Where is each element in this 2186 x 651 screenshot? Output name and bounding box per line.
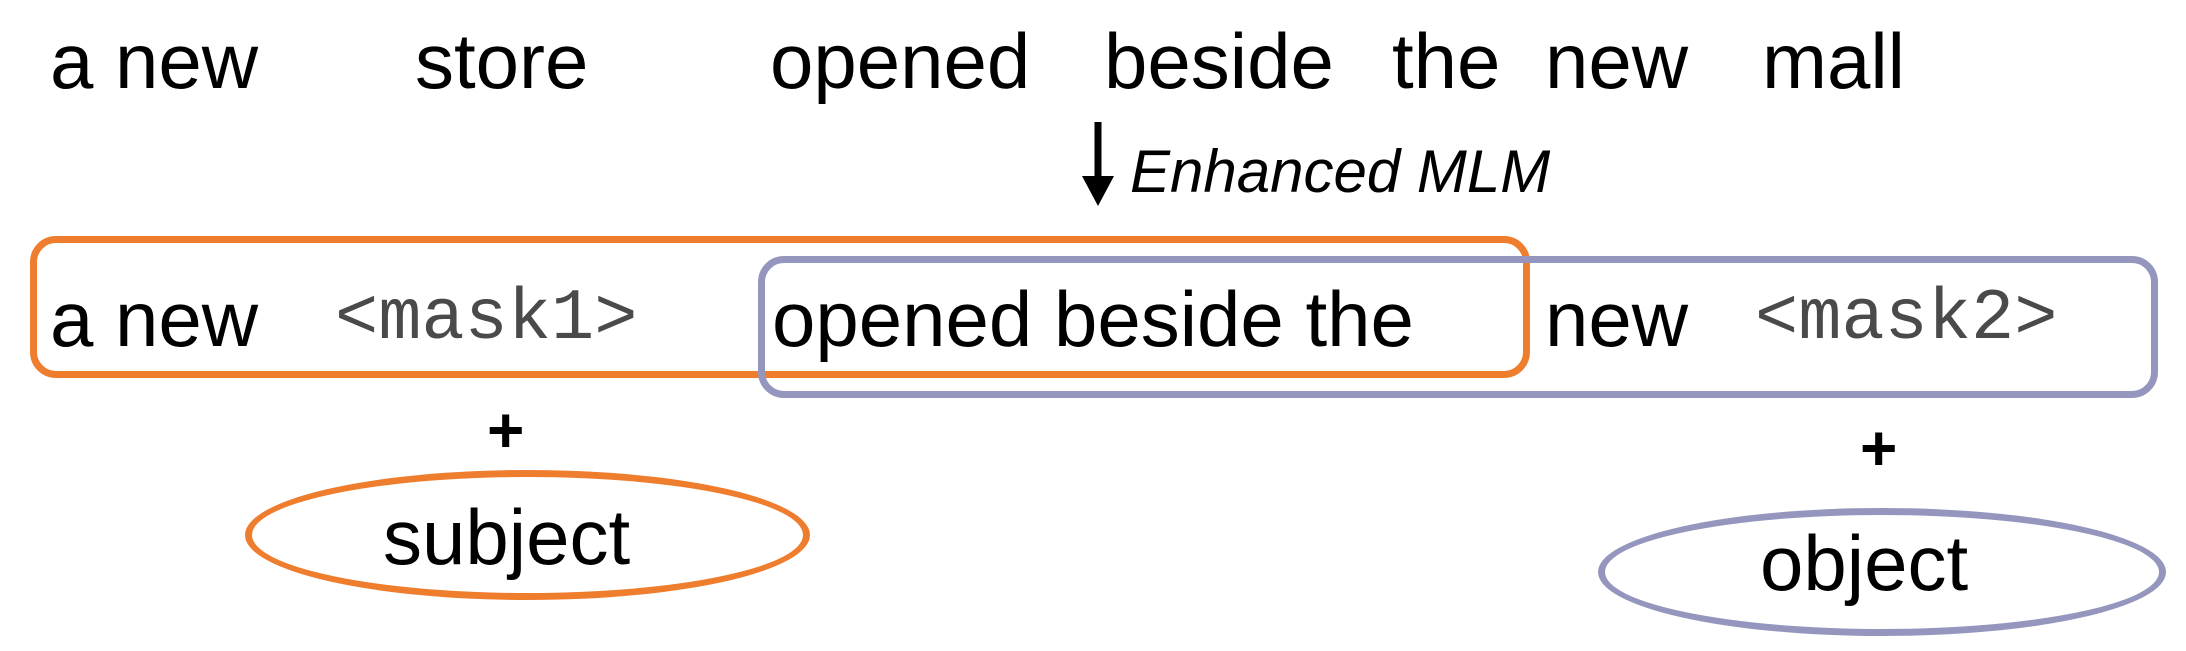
orig-word-store: store xyxy=(415,17,589,105)
subject-ellipse xyxy=(245,470,810,600)
subject-plus: + xyxy=(487,394,525,466)
masked-between: new xyxy=(1545,275,1689,363)
orig-word-new: new xyxy=(1545,17,1689,105)
orig-word-mall: mall xyxy=(1762,17,1906,105)
orig-word-a-new: a new xyxy=(50,17,259,105)
object-ellipse xyxy=(1598,508,2166,636)
masked-prefix: a new xyxy=(50,275,259,363)
orig-word-opened: opened xyxy=(770,17,1031,105)
mask1-token: <mask1> xyxy=(335,278,638,360)
object-context-box xyxy=(758,256,2158,398)
masked-middle: opened beside the xyxy=(772,275,1414,363)
mask2-token: <mask2> xyxy=(1755,278,2058,360)
down-arrow-icon xyxy=(1082,122,1114,206)
orig-word-the: the xyxy=(1392,17,1501,105)
object-label: object xyxy=(1760,519,1969,607)
subject-label: subject xyxy=(383,493,631,581)
object-plus: + xyxy=(1860,412,1898,484)
enhanced-mlm-label: Enhanced MLM xyxy=(1130,138,1551,205)
orig-word-beside: beside xyxy=(1104,17,1334,105)
